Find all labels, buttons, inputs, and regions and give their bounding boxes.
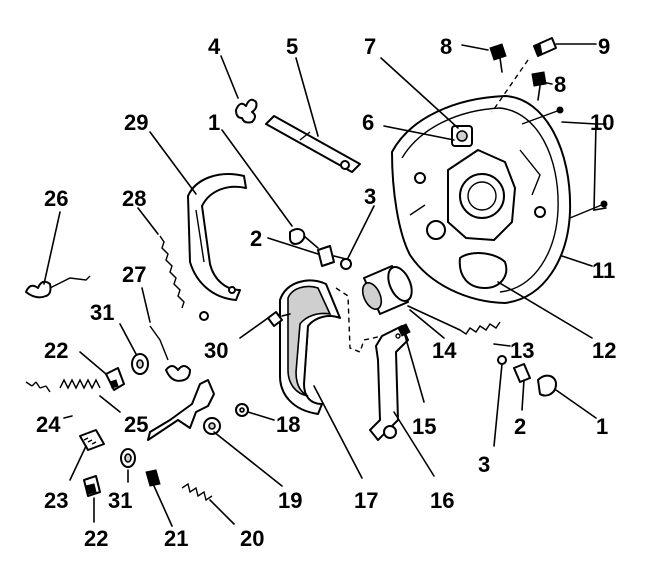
callout-23: 23 [44, 488, 68, 513]
bleeder-valve-9 [533, 37, 557, 57]
parking-brake-strut-5 [265, 115, 361, 173]
spring-28 [159, 235, 209, 321]
callout-10: 10 [590, 110, 614, 135]
callout-16: 16 [430, 488, 454, 513]
studs-10 [521, 106, 608, 219]
callout-2-upper: 2 [250, 226, 262, 251]
callout-17: 17 [354, 488, 378, 513]
washer-31-lower [120, 448, 136, 468]
spring-20 [181, 482, 213, 502]
callout-9: 9 [598, 34, 610, 59]
callout-1-upper: 1 [208, 110, 220, 135]
adjuster-screw-23 [79, 429, 105, 451]
spring-27 [149, 325, 191, 382]
callout-14: 14 [432, 338, 457, 363]
retainer-22-upper [105, 367, 125, 391]
callout-29: 29 [124, 110, 148, 135]
callout-labels: 4 5 1 29 28 26 2 3 7 6 8 8 9 10 11 12 27… [36, 34, 616, 551]
callout-3-upper: 3 [364, 184, 376, 209]
spring-26 [25, 275, 91, 299]
adjuster-spring-14 [407, 305, 501, 335]
brake-shoe-17 [279, 279, 341, 415]
retainer-22-lower [83, 475, 101, 497]
link-1-upper [289, 228, 319, 249]
callout-12: 12 [592, 338, 616, 363]
callout-31-upper: 31 [90, 300, 114, 325]
callout-2-right: 2 [514, 414, 526, 439]
parking-brake-lever-16 [369, 325, 409, 441]
adjuster-lever-19 [147, 379, 221, 441]
nut-18 [235, 403, 249, 417]
callout-21: 21 [164, 526, 188, 551]
callout-30: 30 [204, 338, 228, 363]
bolt-8-lower [531, 71, 547, 101]
piston-3-right [497, 355, 507, 365]
callout-13: 13 [510, 338, 534, 363]
callout-5: 5 [286, 34, 298, 59]
washer-31-upper [131, 353, 149, 375]
callout-1-right: 1 [596, 414, 608, 439]
spring-24 [25, 381, 51, 393]
callout-26: 26 [44, 186, 68, 211]
adjuster-nut-21 [145, 469, 161, 487]
callout-3-right: 3 [478, 452, 490, 477]
wheel-cylinder-mount [451, 125, 473, 147]
callout-8-upper: 8 [440, 34, 452, 59]
callout-18: 18 [276, 412, 300, 437]
callout-20: 20 [240, 526, 264, 551]
backing-plate [391, 95, 572, 304]
callout-31-lower: 31 [108, 488, 132, 513]
callout-7: 7 [364, 34, 376, 59]
pin-15 [397, 323, 411, 337]
wheel-cylinder [361, 265, 413, 315]
callout-6: 6 [362, 110, 374, 135]
leader-lines [43, 43, 607, 527]
callout-19: 19 [278, 488, 302, 513]
callout-27: 27 [122, 262, 146, 287]
bolt-8-upper [489, 43, 507, 73]
piston-boot-2-right [513, 363, 531, 383]
callout-28: 28 [122, 186, 146, 211]
callout-4: 4 [208, 34, 221, 59]
spring-25 [59, 378, 101, 390]
callout-15: 15 [412, 414, 436, 439]
spring-4 [235, 98, 258, 124]
callout-22-upper: 22 [44, 338, 68, 363]
callout-11: 11 [592, 258, 615, 283]
brake-shoe-29 [187, 173, 247, 301]
callout-24: 24 [36, 412, 61, 437]
adjuster-pin-30 [267, 311, 291, 327]
callout-25: 25 [124, 412, 148, 437]
piston-3 [340, 258, 352, 270]
callout-8-lower: 8 [554, 72, 566, 97]
alignment-lines [335, 59, 529, 353]
callout-22-lower: 22 [84, 526, 108, 551]
link-1-right [537, 374, 557, 397]
